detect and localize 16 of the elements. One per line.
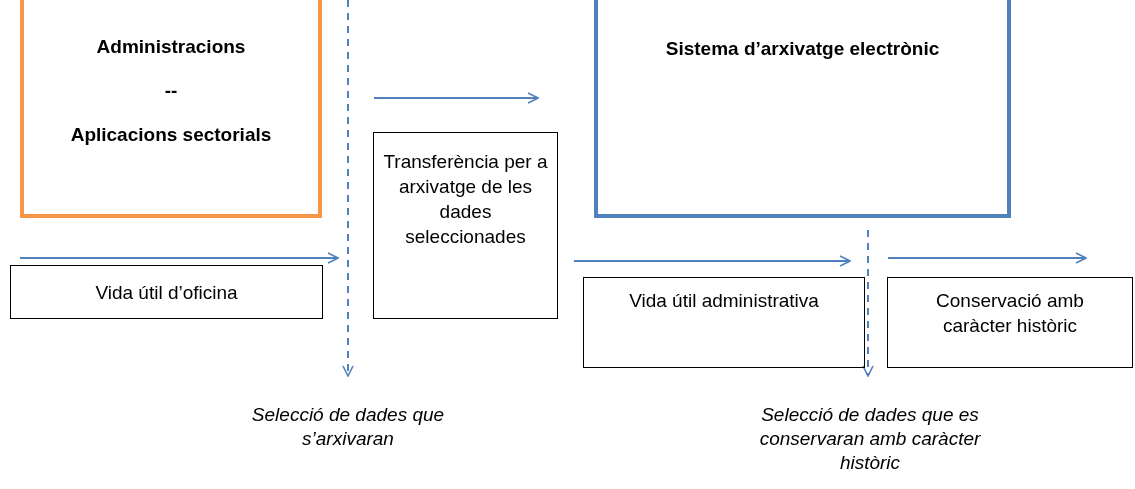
box-text: Conservació amb caràcter històric — [935, 289, 1085, 338]
process-box — [887, 277, 1133, 368]
box-text: Vida útil d’oficina — [95, 280, 238, 305]
box-text: Transferència per a arxivatge de les dades seleccionades — [382, 150, 549, 249]
process-box — [10, 265, 323, 319]
process-box — [594, 0, 1011, 218]
box-heading: Aplicacions sectorials — [70, 123, 272, 147]
box-heading: Administracions — [96, 35, 246, 59]
process-box — [583, 277, 865, 368]
process-box — [20, 0, 322, 218]
box-heading: Sistema d’arxivatge electrònic — [665, 37, 940, 61]
process-box — [373, 132, 558, 319]
box-text: Vida útil administrativa — [629, 289, 819, 313]
annotation-text: Selecció de dades que s’arxivaran — [250, 403, 446, 451]
box-heading: -- — [164, 79, 178, 103]
annotation-text: Selecció de dades que es conservaran amb caràcter històric — [758, 403, 982, 475]
